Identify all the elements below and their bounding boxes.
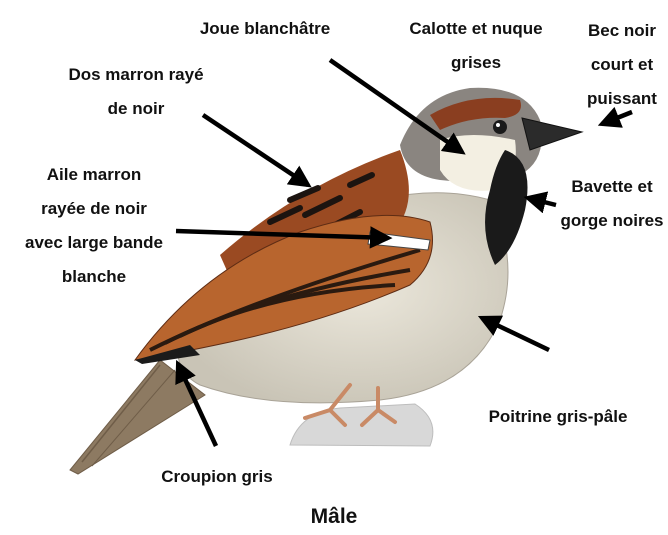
label-croupion: Croupion gris xyxy=(148,460,286,494)
label-bec: Bec noir court et puissant xyxy=(576,14,668,116)
label-aile: Aile marron rayée de noir avec large ban… xyxy=(12,158,176,294)
bird-beak xyxy=(522,118,582,150)
label-calotte: Calotte et nuque grises xyxy=(388,12,564,80)
label-bavette: Bavette et gorge noires xyxy=(556,170,668,238)
label-joue: Joue blanchâtre xyxy=(186,12,344,46)
arrow-bavette xyxy=(528,198,556,205)
caption-male: Mâle xyxy=(0,502,668,532)
label-dos: Dos marron rayé de noir xyxy=(50,58,222,126)
label-poitrine: Poitrine gris-pâle xyxy=(470,400,646,434)
bird-eye xyxy=(493,120,507,134)
